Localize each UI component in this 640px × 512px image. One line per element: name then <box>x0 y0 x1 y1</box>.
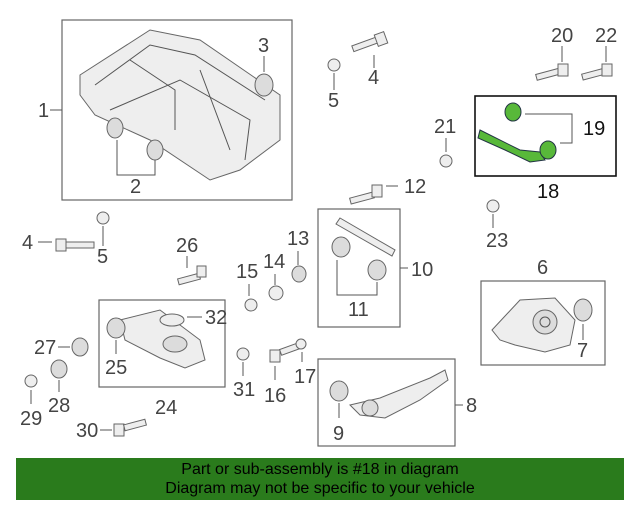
callout-8: 8 <box>466 395 477 417</box>
callout-11: 11 <box>348 299 369 321</box>
banner-line-1: Part or sub-assembly is #18 in diagram <box>181 461 459 478</box>
callout-22: 22 <box>595 25 617 47</box>
callout-2: 2 <box>130 176 141 198</box>
callout-21: 21 <box>434 116 456 138</box>
bolt-4-left[interactable] <box>55 238 95 252</box>
callout-12: 12 <box>404 176 426 198</box>
nut-15[interactable] <box>244 298 258 312</box>
callout-24: 24 <box>155 397 177 419</box>
callout-9: 9 <box>333 423 344 445</box>
assembly-18-box <box>474 95 617 177</box>
knuckle-6[interactable] <box>491 297 576 353</box>
callout-16: 16 <box>264 385 286 407</box>
callout-5b: 5 <box>97 246 108 268</box>
nut-29[interactable] <box>24 374 38 388</box>
banner-line-2: Diagram may not be specific to your vehi… <box>165 480 475 497</box>
callout-23: 23 <box>486 230 508 252</box>
bolt-30[interactable] <box>113 418 148 437</box>
trailing-arm-8[interactable] <box>329 369 449 419</box>
bushing-28[interactable] <box>50 359 68 379</box>
callout-4b: 4 <box>22 232 33 254</box>
callout-17: 17 <box>294 366 316 388</box>
bolt-12[interactable] <box>349 184 383 205</box>
callout-31: 31 <box>233 379 255 401</box>
callout-4a: 4 <box>368 67 379 89</box>
callout-25: 25 <box>105 357 127 379</box>
callout-29: 29 <box>20 408 42 430</box>
callout-15: 15 <box>236 261 258 283</box>
bushing-13[interactable] <box>291 265 307 283</box>
bushing-27[interactable] <box>71 337 89 357</box>
notice-banner: Part or sub-assembly is #18 in diagram D… <box>16 458 624 500</box>
washer-5-top[interactable] <box>327 58 341 72</box>
nut-23[interactable] <box>486 199 500 213</box>
callout-26: 26 <box>176 235 198 257</box>
callout-19: 19 <box>583 118 605 140</box>
lower-arm-24[interactable] <box>106 309 206 369</box>
callout-30: 30 <box>76 420 98 442</box>
callout-32: 32 <box>205 307 227 329</box>
lower-arm-box <box>98 299 226 388</box>
bolt-26[interactable] <box>176 265 207 286</box>
knuckle-box <box>480 280 606 366</box>
washer-5-left[interactable] <box>96 211 110 225</box>
callout-20: 20 <box>551 25 573 47</box>
bolt-4-top[interactable] <box>351 31 389 53</box>
nut-21[interactable] <box>439 154 453 168</box>
washer-17[interactable] <box>295 338 307 350</box>
callout-3: 3 <box>258 35 269 57</box>
callout-18: 18 <box>537 181 559 203</box>
trailing-arm-box <box>317 358 456 447</box>
callout-6: 6 <box>537 257 548 279</box>
washer-14[interactable] <box>268 285 284 301</box>
callout-1: 1 <box>38 100 49 122</box>
bushing-7[interactable] <box>573 298 593 322</box>
callout-28: 28 <box>48 395 70 417</box>
callout-5a: 5 <box>328 90 339 112</box>
subframe-part[interactable] <box>79 29 281 181</box>
callout-13: 13 <box>287 228 309 250</box>
lateral-link-10[interactable] <box>331 217 396 281</box>
bolt-20[interactable] <box>535 63 569 81</box>
bushing-3[interactable] <box>254 73 274 97</box>
spring-seat-32[interactable] <box>159 313 185 327</box>
upper-arm-18[interactable] <box>477 102 557 163</box>
callout-7: 7 <box>577 340 588 362</box>
callout-14: 14 <box>263 251 285 273</box>
callout-27: 27 <box>34 337 56 359</box>
nut-31[interactable] <box>236 347 250 361</box>
callout-10: 10 <box>411 259 433 281</box>
bolt-22[interactable] <box>581 63 613 81</box>
